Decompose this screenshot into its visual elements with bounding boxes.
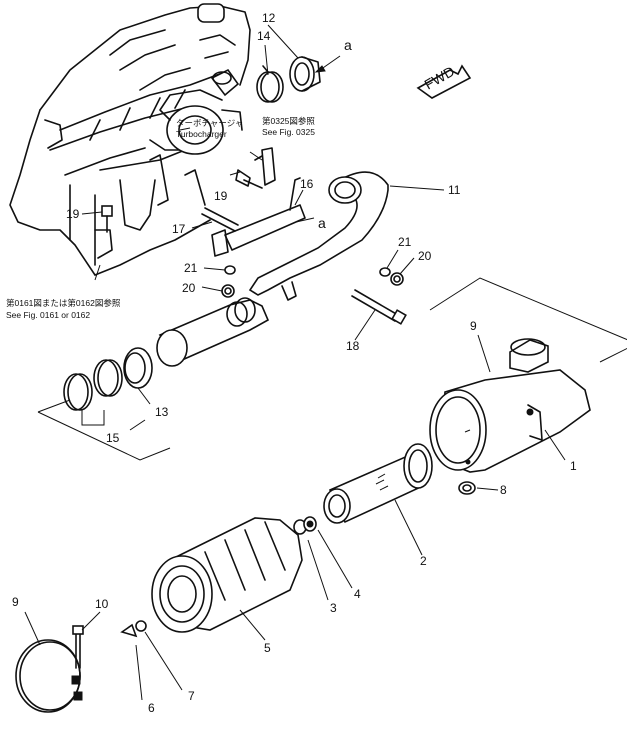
callout-8: 8	[500, 483, 507, 497]
fwd-indicator: FWD	[416, 63, 472, 99]
part-1-air-cleaner-body	[429, 338, 591, 473]
note-fig0161-en: See Fig. 0161 or 0162	[6, 310, 90, 320]
callout-10: 10	[95, 597, 109, 611]
arrow-head	[314, 65, 326, 73]
part-9-band	[15, 639, 83, 713]
callout-18: 18	[346, 339, 360, 353]
bracket-15	[81, 410, 105, 426]
turbocharger	[159, 68, 243, 155]
callout-3: 3	[330, 601, 337, 615]
callout-4: 4	[354, 587, 361, 601]
note-fig0325-en: See Fig. 0325	[262, 127, 315, 137]
callout-9-bottom: 9	[12, 595, 19, 609]
part-11-intake-pipe	[248, 171, 389, 301]
ref-arrow-mid	[295, 217, 315, 223]
callout-16: 16	[300, 177, 314, 191]
ref-a-top: a	[344, 37, 352, 53]
plane-lines-right	[429, 277, 627, 363]
callout-5: 5	[264, 641, 271, 655]
callout-2: 2	[420, 554, 427, 568]
callout-15: 15	[106, 431, 120, 445]
engine-block	[9, 3, 251, 276]
callout-20-left: 20	[182, 281, 196, 295]
part-5-outer-element	[151, 517, 303, 633]
part-8-plug	[458, 481, 476, 495]
callout-19-upper: 19	[214, 189, 228, 203]
part-6-7-valve	[120, 620, 147, 638]
note-turbo-en: Turbocharger	[176, 129, 227, 139]
part-15-clamps	[63, 359, 123, 411]
callout-13: 13	[155, 405, 169, 419]
leader-lines	[24, 24, 566, 701]
part-14-clamp	[256, 65, 284, 103]
part-20-21-nut-washer	[221, 265, 404, 298]
callout-12: 12	[262, 11, 276, 25]
callout-7: 7	[188, 689, 195, 703]
callout-21-right: 21	[398, 235, 412, 249]
ref-a-mid: a	[318, 215, 326, 231]
part-3-4-nut	[293, 516, 317, 535]
callout-14: 14	[257, 29, 271, 43]
note-turbo-jp: ターボチャージャ	[176, 118, 243, 128]
part-15-elbow-pipe	[156, 297, 270, 367]
callout-20-right: 20	[418, 249, 432, 263]
part-10-bolt	[72, 625, 84, 669]
callout-19-left: 19	[66, 207, 80, 221]
note-fig0325-jp: 第0325図参照	[262, 116, 315, 126]
part-12-hose	[289, 56, 321, 92]
part-18-bolt	[351, 289, 407, 325]
note-fig0161-jp: 第0161図または第0162図参照	[6, 298, 121, 308]
callout-21-left: 21	[184, 261, 198, 275]
group-plane-lines	[37, 399, 171, 461]
callout-1: 1	[570, 459, 577, 473]
bracket-assembly	[101, 147, 306, 257]
callout-6: 6	[148, 701, 155, 715]
callout-9-top: 9	[470, 319, 477, 333]
part-2-inner-element	[323, 443, 433, 524]
part-13-hose	[123, 347, 153, 389]
callout-11: 11	[448, 183, 461, 197]
callout-17: 17	[172, 222, 186, 236]
